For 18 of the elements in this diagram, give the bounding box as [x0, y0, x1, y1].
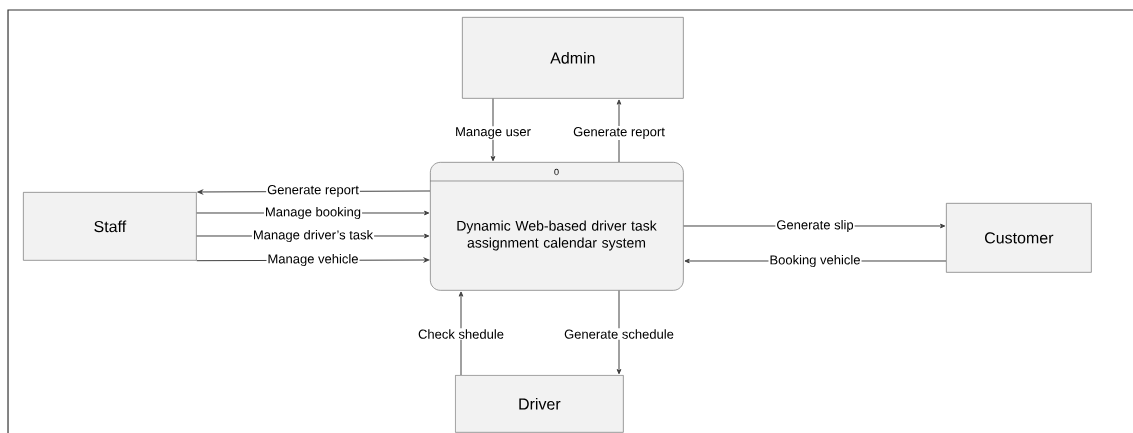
edge-label: Manage driver’s task [251, 228, 375, 244]
edge-label: Generate slip [775, 218, 855, 234]
edge-label: Generate report [572, 126, 666, 140]
entity-box: Customer [946, 203, 1092, 273]
edge-label: Generate report [266, 184, 360, 198]
entity-box: Driver [455, 375, 624, 433]
edge-label: Manage vehicle [266, 252, 360, 268]
edge-label: Booking vehicle [768, 253, 862, 269]
arrow [616, 99, 622, 163]
edge-label: Manage user [454, 126, 532, 140]
edge-label: Check shedule [417, 328, 505, 340]
entity-box: Staff [23, 192, 197, 261]
entity-box: Admin [462, 17, 684, 99]
edge-label: Manage booking [263, 205, 363, 221]
process-box: 0 Dynamic Web-based driver task assignment calendar system [429, 162, 684, 291]
arrow [616, 290, 622, 375]
edge-label: Generate schedule [563, 328, 675, 340]
arrow [458, 291, 464, 376]
